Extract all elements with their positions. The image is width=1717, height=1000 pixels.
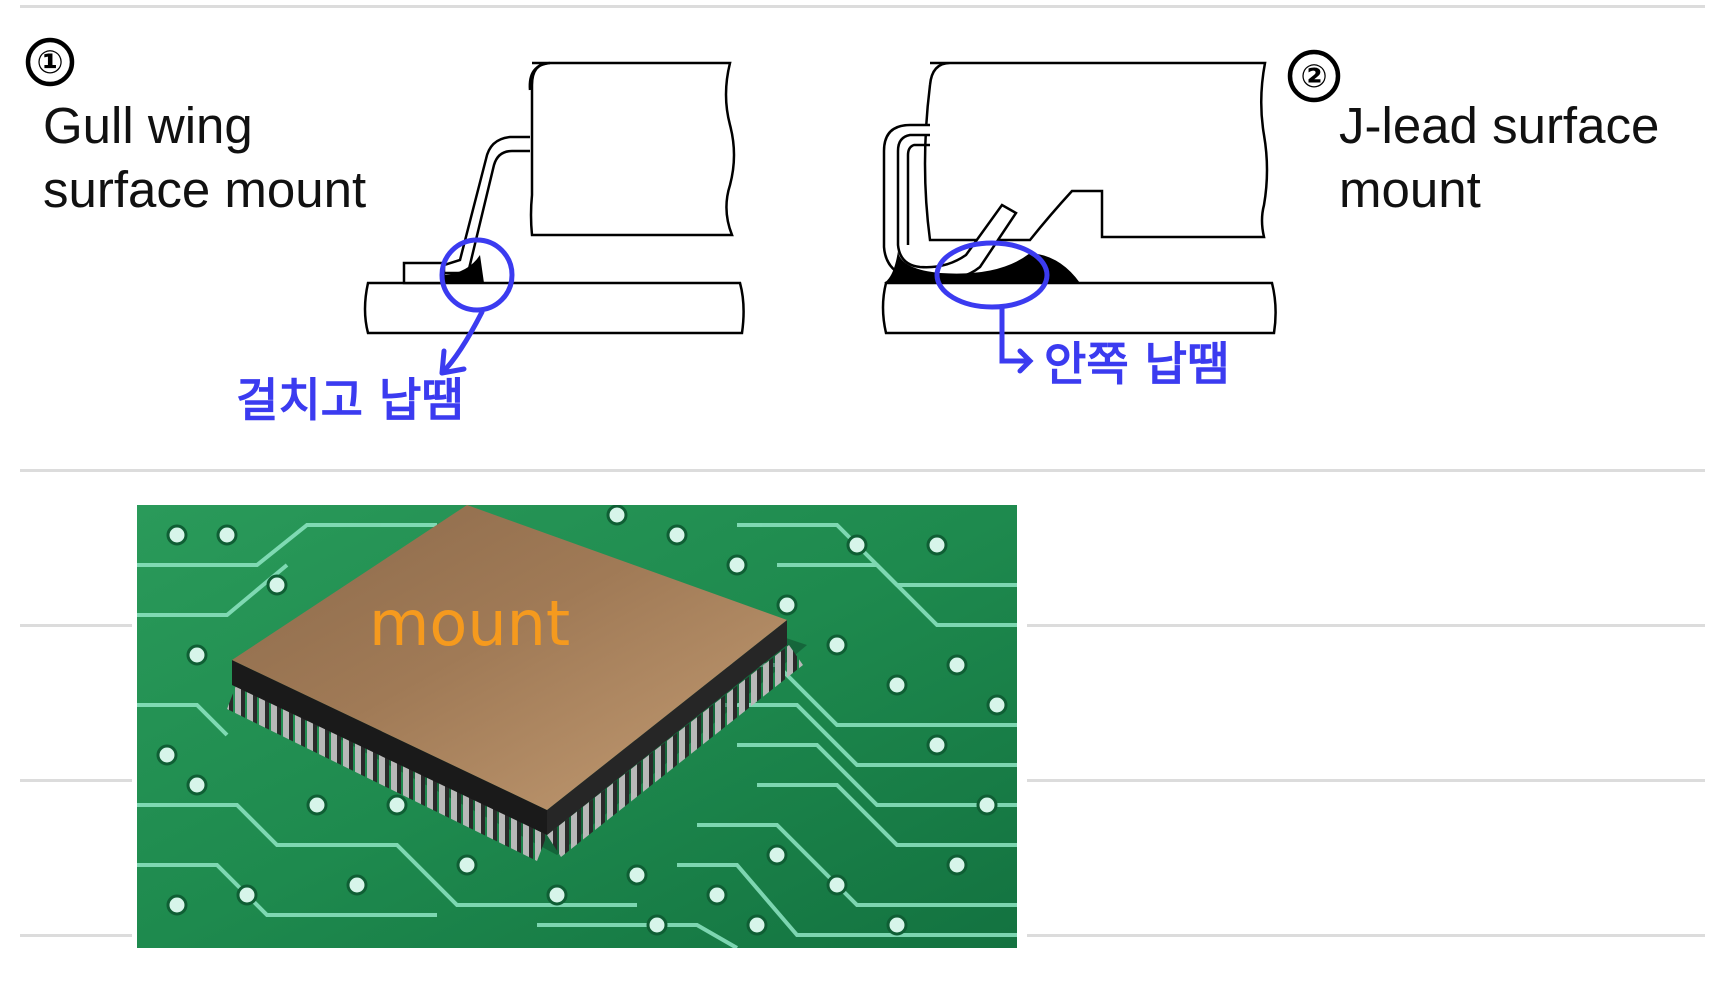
gull-wing-note: 걸치고 납땜	[236, 373, 464, 427]
marker-first: ①	[36, 43, 63, 81]
j-lead-label: J-lead surface mount	[1339, 97, 1660, 218]
gull-wing-note-text: 걸치고 납땜	[236, 373, 464, 427]
ruled-line-left-2	[20, 779, 132, 782]
ruled-line-right-1	[1027, 624, 1705, 627]
circled-number-one-icon: ①	[25, 37, 75, 87]
ruled-line-right-2	[1027, 779, 1705, 782]
ruled-line-right-3	[1027, 934, 1705, 937]
pcb-chip-illustration: mount	[137, 505, 1017, 948]
gull-wing-diagram	[363, 61, 745, 376]
j-lead-note-text: 안쪽 납땜	[1044, 337, 1229, 391]
ruled-line-middle	[20, 469, 1705, 472]
circled-number-two-icon: ②	[1287, 49, 1341, 103]
ruled-line-left-1	[20, 624, 132, 627]
chip-annotation-text: mount	[369, 587, 570, 660]
ruled-line-top	[20, 5, 1705, 8]
pcb-chip-photo: mount	[137, 505, 1017, 948]
ruled-line-left-3	[20, 934, 132, 937]
j-lead-note: 안쪽 납땜	[1044, 337, 1229, 391]
gull-wing-label: Gull wing surface mount	[43, 97, 367, 218]
j-lead-diagram	[881, 61, 1277, 374]
marker-second: ②	[1300, 57, 1327, 95]
